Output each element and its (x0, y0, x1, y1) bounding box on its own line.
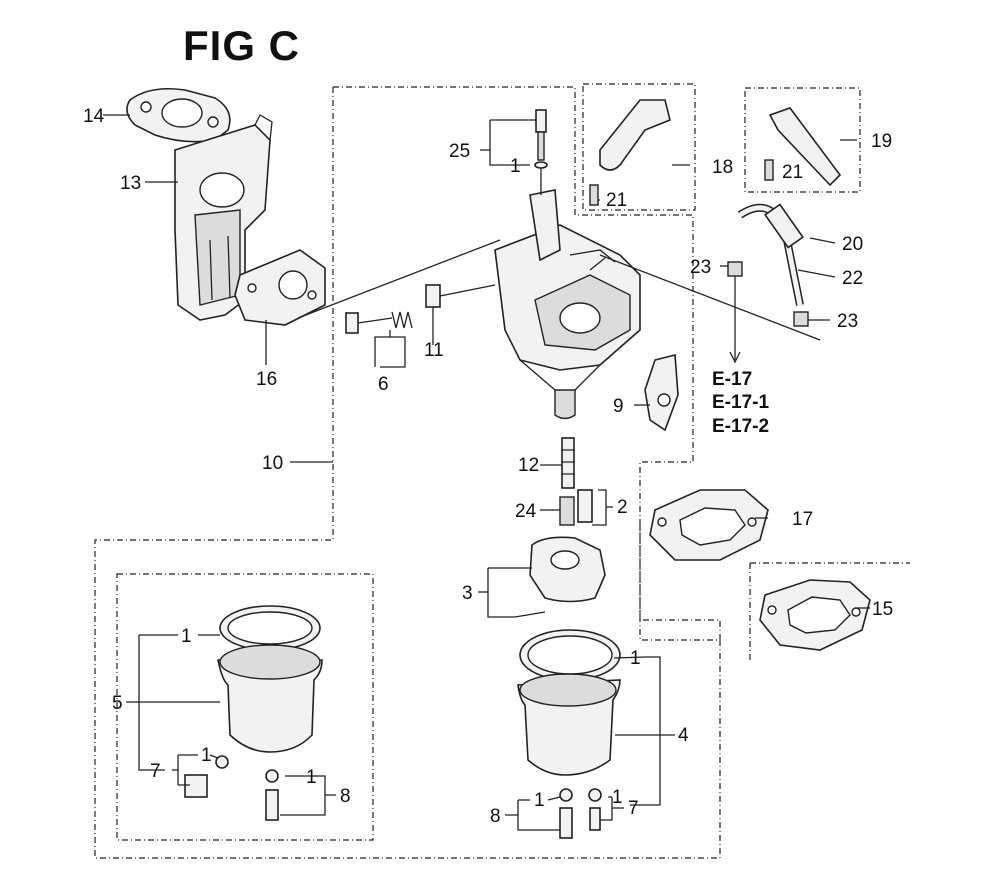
carburetor-body-part (494, 189, 641, 420)
callout-19: 19 (871, 131, 892, 152)
jet-parts (559, 489, 593, 526)
gasket-option-box (749, 562, 910, 660)
float-bowl-alt-part (184, 605, 323, 821)
float-part (644, 353, 679, 432)
callout-23-b: 23 (837, 311, 858, 332)
float-bowl-part (517, 629, 621, 839)
callout-10: 10 (262, 453, 283, 474)
idle-screw-part (345, 311, 413, 334)
carburetor-assembly-boundary (94, 86, 721, 859)
callout-14: 14 (83, 106, 105, 127)
fuel-hose-part (727, 203, 809, 364)
callout-1-drain-left: 1 (201, 745, 212, 766)
throttle-lever-part (764, 107, 842, 187)
callout-7-right: 7 (628, 798, 639, 819)
callout-18: 18 (712, 157, 733, 178)
callout-23-a: 23 (690, 257, 711, 278)
callout-1-bowl-right: 1 (630, 648, 641, 669)
leader-lines (103, 114, 870, 831)
callout-2: 2 (617, 497, 628, 518)
callout-labels: 14 13 16 25 1 18 21 19 21 20 22 23 23 E-… (83, 106, 893, 827)
choke-lever-box (582, 83, 696, 211)
callout-12: 12 (518, 455, 539, 476)
float-bowl-option-box (116, 573, 374, 841)
callout-8-right: 8 (490, 806, 501, 827)
throttle-lever-box (744, 87, 861, 193)
callout-1-washer-left: 1 (306, 767, 317, 788)
callout-7-left: 7 (150, 761, 161, 782)
callout-24: 24 (515, 501, 537, 522)
callout-4: 4 (678, 725, 689, 746)
callout-25: 25 (449, 141, 470, 162)
figure-title: FIG C (183, 22, 300, 69)
callout-1-washer-right: 1 (534, 790, 545, 811)
callout-5: 5 (112, 693, 123, 714)
gasket-guide-line (297, 239, 501, 319)
callout-17: 17 (792, 509, 813, 530)
callout-21-a: 21 (606, 190, 627, 211)
callout-20: 20 (842, 234, 863, 255)
callout-13: 13 (120, 173, 141, 194)
intake-gasket-part (649, 489, 769, 561)
reference-e-17-1: E-17-1 (712, 392, 769, 413)
callout-8-left: 8 (340, 786, 351, 807)
insulator-gasket-part (126, 87, 231, 143)
callout-1-bowl-left: 1 (181, 626, 192, 647)
bracket-plate-part (174, 114, 273, 321)
callout-16: 16 (256, 369, 277, 390)
callout-1-drain-right: 1 (612, 787, 623, 808)
reference-e-17-2: E-17-2 (712, 416, 769, 437)
lever-guide-line (599, 254, 821, 341)
carb-gasket-part (234, 249, 326, 326)
callout-15: 15 (872, 599, 893, 620)
callout-9: 9 (613, 396, 624, 417)
callout-11: 11 (424, 340, 444, 361)
callout-6: 6 (378, 374, 389, 395)
alt-gasket-part (759, 579, 871, 651)
callout-21-b: 21 (782, 162, 803, 183)
float-chamber-part (514, 536, 606, 618)
reference-e-17: E-17 (712, 369, 752, 390)
main-nozzle-part (561, 437, 575, 489)
pilot-screw-part (534, 109, 548, 195)
callout-22: 22 (842, 268, 863, 289)
callout-3: 3 (462, 583, 473, 604)
callout-1-pilot: 1 (510, 156, 521, 177)
throttle-stop-screw-part (425, 284, 496, 308)
choke-lever-part (589, 99, 671, 206)
